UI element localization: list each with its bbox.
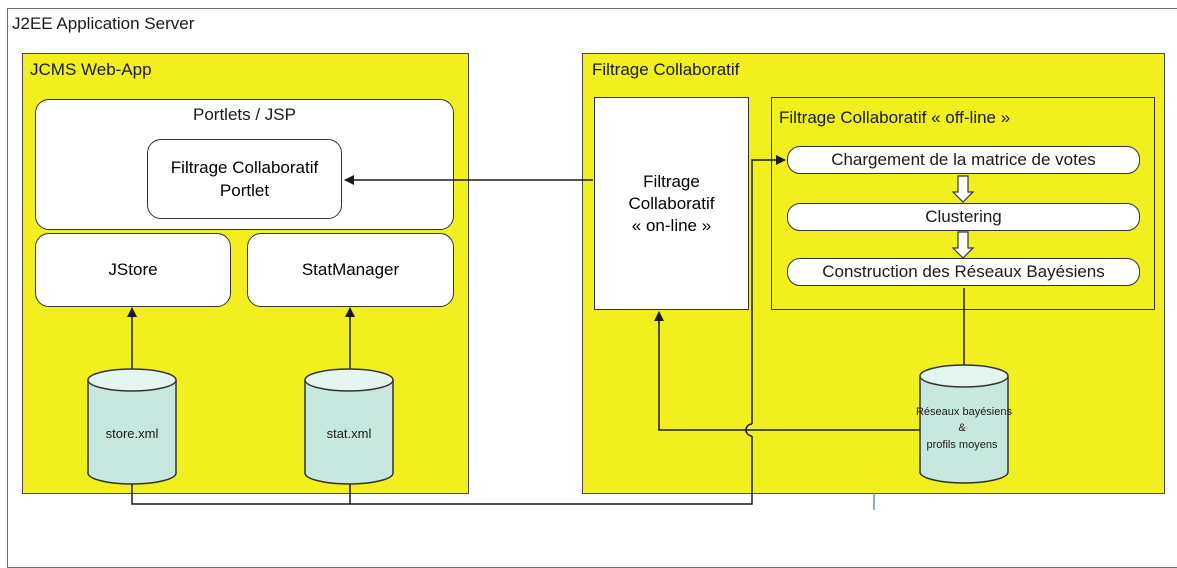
store-xml-label: store.xml xyxy=(106,426,159,441)
step-chargement-label: Chargement de la matrice de votes xyxy=(831,150,1096,169)
db-label-line2: & xyxy=(958,422,966,434)
step2-to-step3-arrow xyxy=(951,231,975,259)
online-line2: Collaboratif xyxy=(628,193,715,213)
online-line3: « on-line » xyxy=(631,215,712,235)
portlets-jsp-title: Portlets / JSP xyxy=(193,105,296,124)
bus-store-stat xyxy=(131,484,351,505)
stat-xml-label: stat.xml xyxy=(327,426,372,441)
step-chargement: Chargement de la matrice de votes xyxy=(787,146,1140,174)
step-construction: Construction des Réseaux Bayésiens xyxy=(787,258,1140,286)
db-label-line3: profils moyens xyxy=(927,439,998,451)
db-label-line1: Réseaux bayésiens xyxy=(916,406,1013,418)
jcms-webapp-title: JCMS Web-App xyxy=(30,60,152,79)
filtrage-portlet-line2: Portlet xyxy=(219,181,270,200)
step-clustering-label: Clustering xyxy=(925,207,1002,226)
reseaux-db-cylinder: Réseaux bayésiens & profils moyens xyxy=(916,364,1013,484)
online-box: Filtrage Collaboratif « on-line » xyxy=(594,97,749,310)
bus-line-hop xyxy=(745,423,753,437)
step-construction-label: Construction des Réseaux Bayésiens xyxy=(822,262,1105,281)
store-xml-cylinder: store.xml xyxy=(87,368,177,485)
filtrage-portlet-box: Filtrage Collaboratif Portlet xyxy=(147,139,342,219)
jstore-box: JStore xyxy=(35,233,231,307)
statmanager-box: StatManager xyxy=(247,233,454,307)
step-clustering: Clustering xyxy=(787,203,1140,231)
offline-title: Filtrage Collaboratif « off-line » xyxy=(779,108,1011,127)
server-title: J2EE Application Server xyxy=(12,14,195,33)
architecture-diagram: J2EE Application Server JCMS Web-App Por… xyxy=(7,8,1177,568)
filtrage-portlet-line1: Filtrage Collaboratif xyxy=(170,158,319,177)
bus-to-chargement-lower xyxy=(350,436,753,505)
jstore-label: JStore xyxy=(108,260,158,279)
connectors-layer: store.xml stat.xml Réseaux bayésiens & p… xyxy=(87,155,1013,510)
bus-to-chargement-upper xyxy=(751,155,786,424)
stat-xml-cylinder: stat.xml xyxy=(304,368,394,485)
filtrage-title: Filtrage Collaboratif xyxy=(592,60,740,79)
statmanager-label: StatManager xyxy=(301,260,400,279)
online-line1: Filtrage xyxy=(643,171,700,191)
arrow-db-to-online xyxy=(654,311,922,431)
step1-to-step2-arrow xyxy=(951,175,975,203)
